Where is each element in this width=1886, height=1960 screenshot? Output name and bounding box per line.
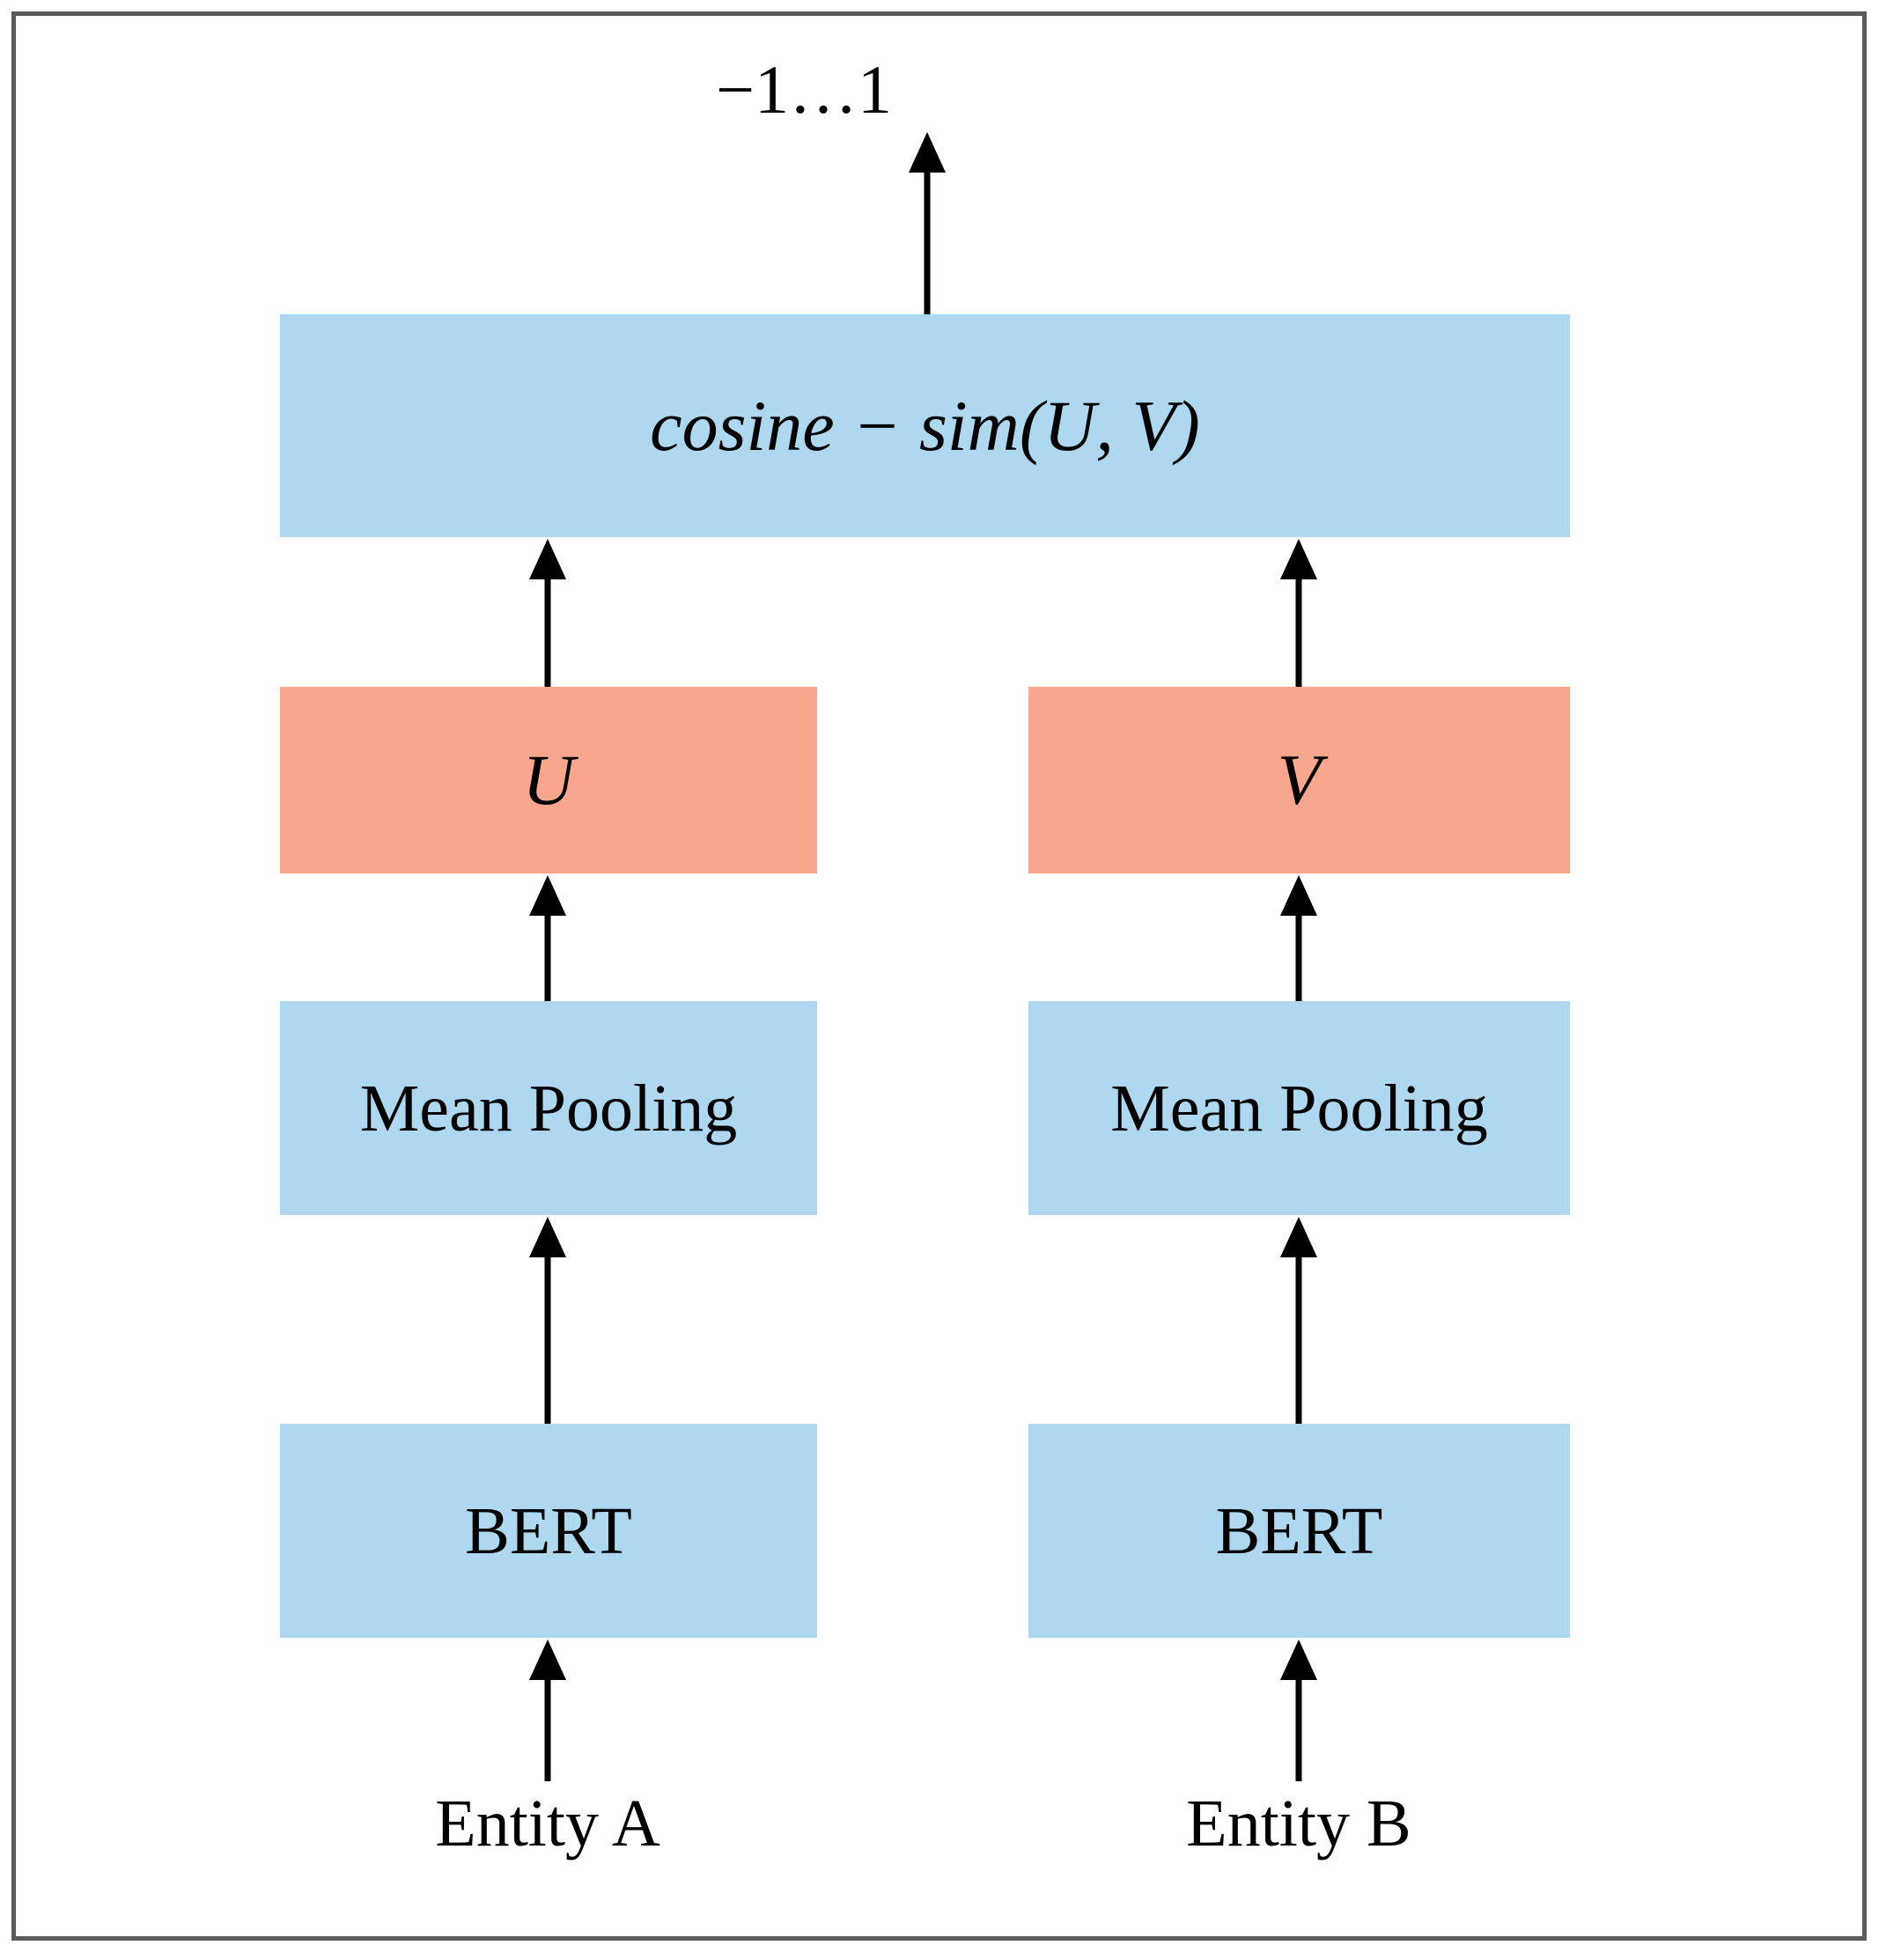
- arrow-left-input-to-bert: [527, 1638, 569, 1781]
- arrow-left-embedding-to-sim: [527, 537, 569, 704]
- cosine-similarity-box: cosine − sim(U, V): [280, 314, 1570, 537]
- encoder-box-right: BERT: [1028, 1424, 1570, 1638]
- input-label-entity-b: Entity B: [1186, 1787, 1411, 1861]
- figure-frame: −1…1 cosine − sim(U, V) U: [11, 11, 1867, 1941]
- encoder-box-left: BERT: [280, 1424, 817, 1638]
- embedding-box-v: V: [1028, 687, 1570, 873]
- arrow-sim-to-output: [906, 130, 948, 315]
- embedding-box-u: U: [280, 687, 817, 873]
- arrow-left-bert-to-pooling: [527, 1215, 569, 1424]
- arrow-right-input-to-bert: [1278, 1638, 1320, 1781]
- arrow-right-pooling-to-embedding: [1278, 873, 1320, 1004]
- diagram-canvas: −1…1 cosine − sim(U, V) U: [16, 16, 1862, 1936]
- output-range-label: −1…1: [716, 51, 892, 128]
- arrow-left-pooling-to-embedding: [527, 873, 569, 1004]
- pooling-box-left: Mean Pooling: [280, 1001, 817, 1215]
- arrow-right-embedding-to-sim: [1278, 537, 1320, 704]
- input-label-entity-a: Entity A: [435, 1787, 660, 1861]
- arrow-right-bert-to-pooling: [1278, 1215, 1320, 1424]
- pooling-box-right: Mean Pooling: [1028, 1001, 1570, 1215]
